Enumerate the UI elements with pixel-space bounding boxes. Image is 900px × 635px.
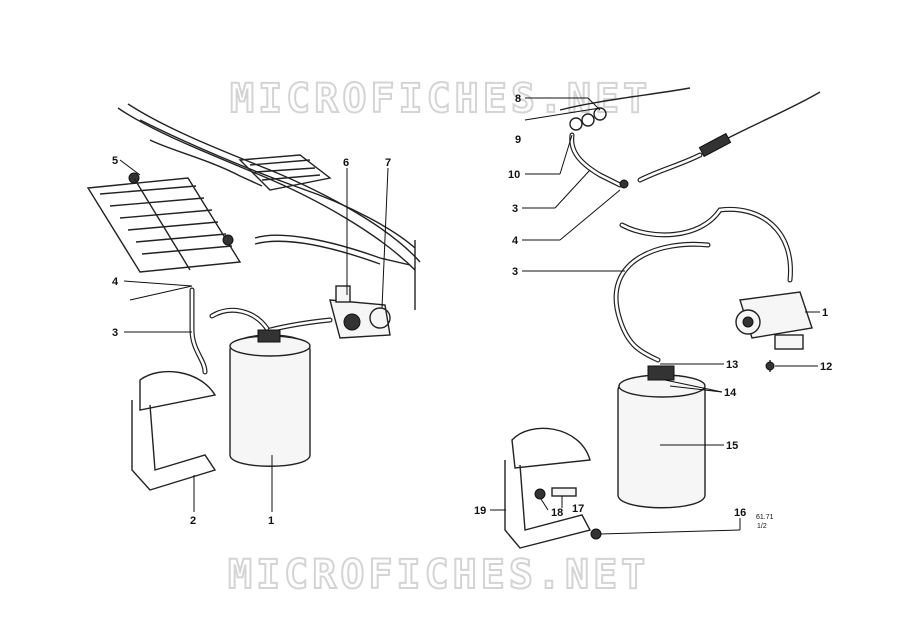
- cowl-flap: [149, 139, 263, 187]
- left-tank-cap: [257, 329, 281, 343]
- label-4-right: 4: [512, 235, 519, 247]
- ref-code-line2: 1/2: [757, 523, 767, 530]
- left-pump-body: [329, 299, 391, 339]
- reference-code: 61.71 1/2: [756, 514, 774, 530]
- left-pump-bracket: [335, 285, 351, 303]
- cowl-vent-panel: [86, 177, 242, 273]
- label-2: 2: [190, 515, 196, 527]
- label-9: 9: [515, 134, 521, 146]
- fitting-b: [581, 113, 595, 127]
- t-fitting: [619, 179, 629, 189]
- cowl-edge-outer: [117, 107, 416, 271]
- left-pump-motor: [369, 307, 391, 329]
- windshield-grille: [238, 154, 332, 191]
- right-assembly: [504, 87, 821, 549]
- nozzle-line: [133, 177, 191, 271]
- left-part-labels: 5 4 3 2 1 6 7: [112, 155, 391, 527]
- label-6: 6: [343, 157, 349, 169]
- right-bracket-ring: [511, 427, 591, 469]
- label-3-upper: 3: [512, 203, 518, 215]
- left-assembly: [86, 103, 421, 491]
- label-15: 15: [726, 440, 738, 452]
- right-hose-3: [613, 241, 711, 363]
- label-17: 17: [572, 503, 584, 515]
- right-bolt-12: [765, 361, 775, 371]
- fitting-a: [569, 117, 583, 131]
- right-tank-cap: [647, 365, 675, 381]
- label-13: 13: [726, 359, 738, 371]
- wiper-arm-lower: [254, 240, 381, 265]
- right-connector-upper: [698, 132, 732, 158]
- right-line-8: [559, 87, 691, 111]
- label-4: 4: [112, 276, 119, 288]
- washer-18: [534, 488, 546, 500]
- right-part-labels: 8 9 10 3 4 3 1 13 12 14 15 16 17 18 19: [474, 93, 832, 519]
- nut-16: [590, 528, 602, 540]
- watermark-bottom: MICROFICHES.NET: [228, 552, 649, 598]
- left-pump-connector: [343, 313, 361, 331]
- label-5: 5: [112, 155, 118, 167]
- leader-lines: [119, 97, 820, 535]
- label-7: 7: [385, 157, 391, 169]
- right-pump-bracket: [774, 334, 804, 350]
- label-18: 18: [551, 507, 563, 519]
- left-bracket-ring: [139, 370, 217, 411]
- label-10: 10: [508, 169, 520, 181]
- label-16: 16: [734, 507, 746, 519]
- cowl-ridge: [139, 119, 416, 249]
- ref-code-line1: 61.71: [756, 514, 774, 521]
- bolt-17: [551, 487, 577, 497]
- label-19: 19: [474, 505, 486, 517]
- label-1-right: 1: [822, 307, 828, 319]
- cowl-edge-inner: [127, 103, 421, 263]
- grille-slats: [249, 159, 321, 181]
- left-nozzle: [222, 234, 234, 246]
- label-3: 3: [112, 327, 118, 339]
- label-3-lower: 3: [512, 266, 518, 278]
- label-14: 14: [724, 387, 737, 399]
- cowl-vent-slats: [99, 185, 233, 255]
- right-bracket: [504, 460, 592, 549]
- left-hose-down: [189, 287, 208, 375]
- left-bracket: [131, 400, 217, 491]
- label-1: 1: [268, 515, 274, 527]
- label-8: 8: [515, 93, 521, 105]
- wiper-arm: [254, 234, 411, 266]
- watermark-top: MICROFICHES.NET: [230, 76, 651, 122]
- label-12: 12: [820, 361, 832, 373]
